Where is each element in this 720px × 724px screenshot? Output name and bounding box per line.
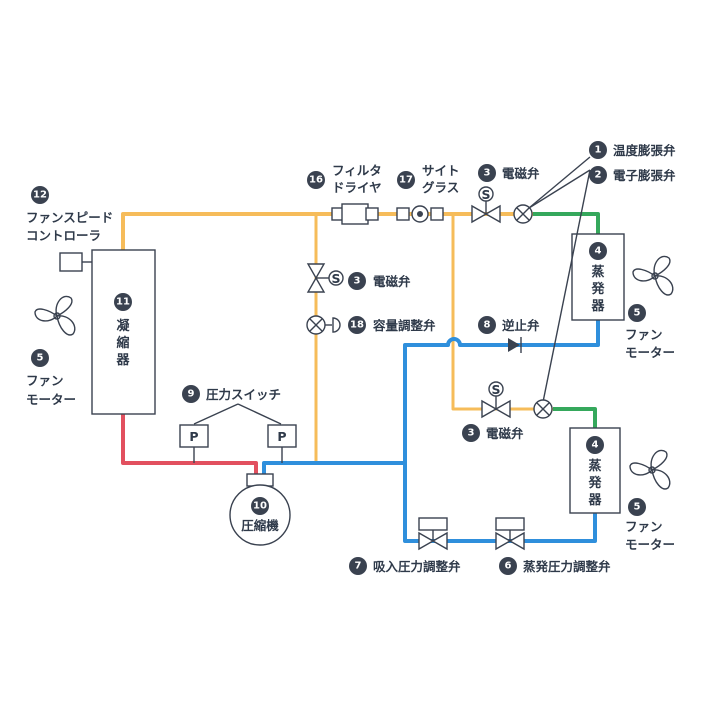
svg-text:4: 4 bbox=[595, 246, 602, 257]
svg-text:圧縮機: 圧縮機 bbox=[241, 518, 279, 533]
svg-text:16: 16 bbox=[309, 175, 323, 186]
svg-text:サイト: サイト bbox=[422, 163, 460, 178]
svg-text:12: 12 bbox=[33, 190, 47, 201]
expansion-valve-bottom bbox=[533, 399, 553, 419]
fan-speed-controller: 12 ファンスピード コントローラ bbox=[26, 186, 113, 272]
check-valve: 8 逆止弁 bbox=[478, 316, 540, 353]
svg-text:8: 8 bbox=[484, 320, 491, 331]
svg-text:11: 11 bbox=[116, 297, 130, 308]
svg-text:容量調整弁: 容量調整弁 bbox=[372, 318, 436, 333]
expansion-valve-top bbox=[513, 204, 533, 224]
svg-text:器: 器 bbox=[587, 493, 602, 508]
svg-text:2: 2 bbox=[595, 170, 602, 181]
suction-line-evap1 bbox=[403, 320, 600, 463]
svg-text:圧力スイッチ: 圧力スイッチ bbox=[206, 387, 281, 402]
svg-text:モーター: モーター bbox=[625, 345, 675, 360]
svg-text:ファンスピード: ファンスピード bbox=[26, 210, 113, 225]
solenoid-valve-branch: S 3 電磁弁 bbox=[306, 263, 411, 293]
svg-text:発: 発 bbox=[590, 281, 605, 297]
svg-text:蒸発圧力調整弁: 蒸発圧力調整弁 bbox=[523, 559, 611, 574]
svg-text:P: P bbox=[189, 429, 198, 444]
pressure-switch: P P 9 圧力スイッチ bbox=[179, 385, 297, 463]
evap1-inlet-line bbox=[533, 212, 600, 234]
svg-text:電磁弁: 電磁弁 bbox=[373, 274, 411, 289]
svg-text:吸入圧力調整弁: 吸入圧力調整弁 bbox=[373, 559, 461, 574]
svg-text:9: 9 bbox=[188, 389, 195, 400]
svg-text:電子膨張弁: 電子膨張弁 bbox=[613, 168, 676, 183]
svg-text:逆止弁: 逆止弁 bbox=[502, 318, 540, 333]
svg-text:3: 3 bbox=[468, 428, 475, 439]
evaporator-1: 4 蒸 発 器 bbox=[571, 233, 625, 321]
discharge-line bbox=[121, 414, 258, 480]
svg-text:3: 3 bbox=[484, 168, 491, 179]
svg-text:S: S bbox=[331, 271, 340, 286]
svg-text:凝: 凝 bbox=[116, 318, 130, 334]
evap2-inlet-line bbox=[553, 407, 597, 428]
condenser: 11 凝 縮 器 bbox=[91, 249, 156, 415]
svg-text:縮: 縮 bbox=[116, 335, 129, 351]
svg-text:ファン: ファン bbox=[625, 519, 663, 534]
solenoid-valve-top: S 3 電磁弁 bbox=[471, 164, 540, 224]
pipes bbox=[121, 212, 600, 543]
svg-text:電磁弁: 電磁弁 bbox=[502, 166, 540, 181]
svg-text:10: 10 bbox=[253, 501, 267, 512]
badge-11 bbox=[114, 293, 132, 311]
svg-text:温度膨張弁: 温度膨張弁 bbox=[613, 143, 676, 158]
svg-text:蒸: 蒸 bbox=[588, 458, 601, 474]
fan-icon-left bbox=[34, 295, 76, 336]
svg-text:モーター: モーター bbox=[625, 537, 675, 552]
evaporator-2: 4 蒸 発 器 bbox=[569, 427, 621, 514]
suction-line-main bbox=[262, 461, 405, 480]
svg-text:フィルタ: フィルタ bbox=[332, 163, 382, 178]
svg-text:17: 17 bbox=[399, 175, 413, 186]
capacity-regulating-valve: 18 容量調整弁 bbox=[306, 315, 436, 335]
svg-text:1: 1 bbox=[595, 145, 602, 156]
svg-text:蒸: 蒸 bbox=[591, 264, 604, 280]
svg-text:器: 器 bbox=[115, 353, 130, 368]
evaporator-pressure-regulating-valve: 6 蒸発圧力調整弁 bbox=[495, 517, 611, 575]
svg-text:電磁弁: 電磁弁 bbox=[486, 426, 524, 441]
svg-text:発: 発 bbox=[587, 475, 602, 491]
svg-text:S: S bbox=[491, 382, 500, 397]
fan-motor-label-right-top: 5 ファン モーター bbox=[625, 304, 675, 360]
compressor: 10 圧縮機 bbox=[229, 473, 291, 546]
badge-12 bbox=[31, 186, 49, 204]
expansion-valve-labels: 1 温度膨張弁 2 電子膨張弁 bbox=[528, 141, 676, 403]
fan-icon-right-top bbox=[632, 255, 674, 296]
svg-text:P: P bbox=[277, 429, 286, 444]
svg-text:ファン: ファン bbox=[26, 373, 64, 388]
suction-pressure-regulating-valve: 7 吸入圧力調整弁 bbox=[349, 517, 461, 575]
svg-text:5: 5 bbox=[634, 308, 641, 319]
svg-text:6: 6 bbox=[505, 561, 512, 572]
fan-icon-right-bottom bbox=[629, 449, 671, 490]
svg-text:モーター: モーター bbox=[26, 392, 76, 407]
svg-text:S: S bbox=[481, 187, 490, 202]
filter-drier: 16 フィルタ ドライヤ bbox=[307, 163, 382, 225]
solenoid-valve-bottom: S 3 電磁弁 bbox=[462, 381, 524, 442]
svg-text:グラス: グラス bbox=[422, 180, 459, 195]
svg-text:器: 器 bbox=[590, 299, 605, 314]
svg-text:3: 3 bbox=[354, 276, 361, 287]
svg-text:コントローラ: コントローラ bbox=[26, 228, 101, 243]
svg-text:18: 18 bbox=[350, 320, 364, 331]
svg-text:ファン: ファン bbox=[625, 327, 663, 342]
svg-text:ドライヤ: ドライヤ bbox=[332, 180, 382, 195]
sight-glass: 17 サイト グラス bbox=[396, 163, 460, 223]
svg-text:7: 7 bbox=[355, 561, 362, 572]
badge-10 bbox=[251, 497, 269, 515]
svg-text:4: 4 bbox=[592, 440, 599, 451]
svg-text:5: 5 bbox=[634, 502, 641, 513]
fan-motor-label-left: 5 ファン モーター bbox=[26, 349, 76, 407]
svg-text:5: 5 bbox=[37, 353, 44, 364]
fan-motor-label-right-bottom: 5 ファン モーター bbox=[625, 498, 675, 552]
